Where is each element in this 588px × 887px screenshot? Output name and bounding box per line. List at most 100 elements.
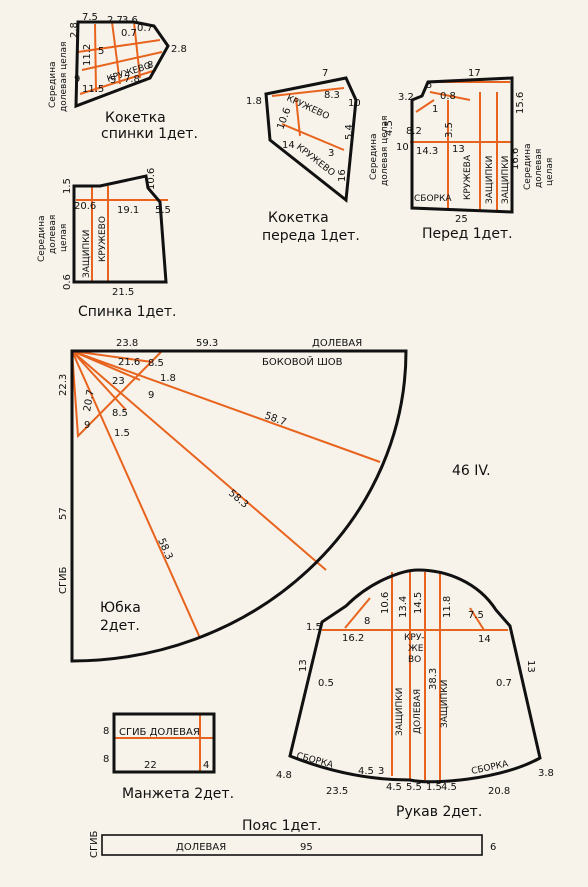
back-dim-21-5: 21.5: [112, 287, 134, 298]
sleeve-dim-14: 14: [478, 634, 491, 645]
front-dim-1: 1: [432, 104, 438, 115]
front-yoke-piece: 1.8 7 8.3 10 10.6 5.4 16 3 14 КРУЖЕВО КР…: [246, 68, 361, 244]
front-yoke-dim-1-8: 1.8: [246, 96, 262, 107]
sleeve-dim-20-8: 20.8: [488, 786, 510, 797]
sleeve-dim-5-5: 5.5: [406, 782, 422, 793]
skirt-dim-23: 23: [112, 376, 125, 387]
sleeve-dim-13b: 13: [525, 660, 536, 673]
front-dim-25: 25: [455, 214, 468, 225]
front-dim-10: 10: [396, 142, 409, 153]
sleeve-dim-4-5b: 4.5: [386, 782, 402, 793]
sleeve-dim-4-5c: 4.5: [441, 782, 457, 793]
back-yoke-outline: [74, 20, 170, 109]
front-yoke-outline: [264, 76, 358, 203]
sleeve-tucks-left-label: ЗАЩИПКИ: [395, 688, 405, 736]
sleeve-dim-13-4: 13.4: [398, 596, 409, 618]
back-dim-20-6: 20.6: [74, 201, 96, 212]
front-dim-5: 5: [426, 80, 432, 91]
sleeve-title: Рукав 2дет.: [396, 804, 482, 820]
sleeve-outline: [288, 568, 542, 784]
skirt-dim-58-3b: 58.3: [155, 537, 174, 562]
sleeve-dim-0-5: 0.5: [318, 678, 334, 689]
back-yoke-dim-5b: 5: [110, 75, 116, 86]
sleeve-tucks-right-label: ЗАЩИПКИ: [440, 680, 450, 728]
front-title: Перед 1дет.: [422, 226, 513, 242]
back-side-label-1: Середина: [37, 215, 47, 262]
front-dim-14-3: 14.3: [416, 146, 438, 157]
sleeve-dim-38-3: 38.3: [428, 668, 439, 690]
front-dim-16-6: 16.6: [510, 148, 521, 170]
sleeve-piece: 1.5 16.2 8 10.6 13.4 14.5 11.8 7.5 14 13…: [276, 568, 554, 820]
front-dim-3-2: 3.2: [398, 92, 414, 103]
front-yoke-dim-5-4: 5.4: [344, 124, 355, 140]
skirt-dim-22-3: 22.3: [58, 374, 69, 396]
front-right-side-label-2: долевая: [534, 149, 544, 188]
front-lace-label: КРУЖЕВА: [463, 154, 473, 200]
back-yoke-dim-0-7a: 0.7: [137, 23, 153, 34]
sleeve-dim-1-5b: 1.5: [426, 782, 442, 793]
back-yoke-dim-9: 9: [74, 74, 80, 85]
back-orange-lines: [76, 186, 168, 282]
front-left-side-label-1: Середина: [369, 133, 379, 180]
belt-outline: [101, 834, 483, 856]
cuff-fold-grain-label: СГИБ ДОЛЕВАЯ: [119, 727, 200, 738]
back-title: Спинка 1дет.: [78, 304, 176, 320]
front-tucks-label-1: ЗАЩИПКИ: [485, 156, 495, 204]
belt-piece: Пояс 1дет. СГИБ ДОЛЕВАЯ 95 6: [89, 818, 496, 858]
skirt-grain-label: ДОЛЕВАЯ: [312, 338, 362, 349]
sleeve-orange-lines: [322, 572, 508, 780]
cuff-outline: [112, 712, 216, 774]
sleeve-grain-label: ДОЛЕВАЯ: [413, 689, 423, 734]
skirt-dim-9a: 9: [148, 390, 154, 401]
sleeve-dim-10-6: 10.6: [380, 592, 391, 614]
back-yoke-dim-2-8a: 2.8: [171, 44, 187, 55]
front-orange-lines: [410, 81, 512, 210]
front-yoke-title-2: переда 1дет.: [262, 228, 360, 244]
front-dim-0-8: 0.8: [440, 91, 456, 102]
sleeve-dim-3: 3: [378, 766, 384, 777]
back-yoke-dim-7-8: 7.8: [124, 74, 140, 85]
back-yoke-dim-2-7: 2.7: [107, 15, 123, 26]
front-right-side-label-1: Середина: [523, 143, 533, 190]
skirt-orange-lines: [71, 350, 381, 639]
sleeve-dim-8: 8: [364, 616, 370, 627]
cuff-orange-lines: [114, 714, 214, 772]
front-yoke-title-1: Кокетка: [268, 210, 329, 226]
sleeve-gather-left-label: СБОРКА: [295, 751, 335, 771]
skirt-dim-57: 57: [58, 507, 69, 520]
skirt-dim-1-5: 1.5: [114, 428, 130, 439]
front-dim-13: 13: [452, 144, 465, 155]
front-piece: 17 15.6 5 3.2 0.8 1 4.5 8.2 3.5 10 14.3 …: [369, 68, 555, 242]
back-yoke-side-label-1: Середина: [48, 61, 58, 108]
back-yoke-orange-lines: [77, 21, 163, 95]
sleeve-dim-16-2: 16.2: [342, 633, 364, 644]
back-yoke-dim-2-8b: 2.8: [69, 22, 80, 38]
belt-dim-6: 6: [490, 842, 496, 853]
back-dim-5-5: 5.5: [155, 205, 171, 216]
front-dim-4-5: 4.5: [384, 120, 395, 136]
front-dim-15-6: 15.6: [515, 92, 526, 114]
skirt-dim-23-8: 23.8: [116, 338, 138, 349]
back-outline: [72, 174, 168, 284]
belt-dim-95: 95: [300, 842, 313, 853]
sleeve-lace-label-2: ЖЕ: [408, 644, 424, 654]
front-dim-17: 17: [468, 68, 481, 79]
skirt-dim-8-5a: 8.5: [148, 358, 164, 369]
front-tucks-label-2: ЗАЩИПКИ: [501, 156, 511, 204]
front-yoke-dim-8-3: 8.3: [324, 90, 340, 101]
skirt-dim-59-3: 59.3: [196, 338, 218, 349]
back-yoke-title-2: спинки 1дет.: [101, 126, 198, 142]
back-yoke-piece: 7.5 2.7 3.6 0.7 0.7 2.8 2.8 11.2 5 5 8 9…: [48, 12, 198, 142]
page-number: 46 IV.: [452, 463, 491, 479]
sleeve-dim-0-7: 0.7: [496, 678, 512, 689]
front-yoke-dim-3: 3: [328, 148, 334, 159]
back-yoke-dim-11-2: 11.2: [82, 44, 93, 66]
front-yoke-dim-16: 16: [337, 169, 348, 182]
skirt-fold-label: СГИБ: [58, 566, 69, 594]
sleeve-dim-4-8: 4.8: [276, 770, 292, 781]
skirt-dim-8-5b: 8.5: [112, 408, 128, 419]
back-dim-10-6: 10.6: [146, 168, 157, 190]
front-right-side-label-3: целая: [545, 158, 555, 186]
back-yoke-dim-0-7b: 0.7: [121, 28, 137, 39]
